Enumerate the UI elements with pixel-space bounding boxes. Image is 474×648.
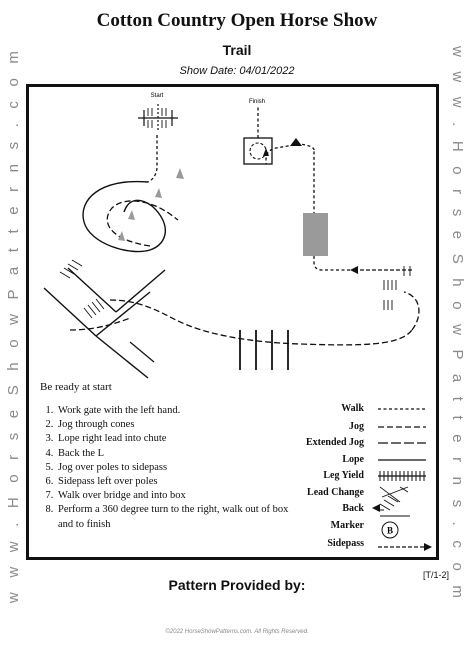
legend-back: Back bbox=[342, 503, 364, 514]
list-item: Perform a 360 degree turn to the right, … bbox=[56, 503, 306, 531]
ready-instruction: Be ready at start bbox=[40, 381, 112, 393]
list-item: Jog through cones bbox=[56, 418, 306, 432]
jog-cones-path bbox=[106, 200, 179, 247]
turn-360-circle bbox=[249, 142, 267, 160]
back-legend-arrowhead bbox=[372, 504, 380, 512]
chute-exit-path bbox=[69, 317, 131, 331]
marker-icon bbox=[381, 521, 399, 539]
cones bbox=[118, 168, 184, 241]
provided-by: Pattern Provided by: bbox=[168, 577, 306, 593]
legend-extended-jog: Extended Jog bbox=[305, 437, 364, 448]
walk-path bbox=[313, 150, 350, 271]
walk-to-box-path bbox=[265, 143, 315, 164]
legend-sidepass: Sidepass bbox=[327, 538, 364, 549]
lope-loop bbox=[82, 180, 167, 253]
legend-lead-change: Lead Change bbox=[307, 487, 364, 498]
legend-jog: Jog bbox=[349, 421, 364, 432]
turn-arrow bbox=[263, 148, 269, 156]
chute-l-obstacle bbox=[43, 267, 166, 379]
legend-marker: Marker bbox=[330, 520, 364, 531]
show-date: Show Date: 04/01/2022 bbox=[179, 65, 295, 77]
start-label: Start bbox=[151, 93, 164, 99]
legend-walk: Walk bbox=[341, 403, 364, 414]
pattern-title: Cotton Country Open Horse Show bbox=[96, 10, 378, 31]
instructions-list: Work gate with the left hand. Jog throug… bbox=[40, 404, 306, 532]
legend-lope: Lope bbox=[342, 454, 364, 465]
legend-samples bbox=[378, 408, 426, 548]
finish-label: Finish bbox=[249, 99, 265, 105]
pattern-code: [T/1-2] bbox=[423, 570, 450, 580]
list-item: Work gate with the left hand. bbox=[56, 404, 306, 418]
marker-letter: B bbox=[387, 526, 393, 536]
class-name: Trail bbox=[222, 42, 252, 58]
sidepass-legend-arrowhead bbox=[424, 543, 432, 551]
back-marks bbox=[59, 259, 105, 319]
list-item: Walk over bridge and into box bbox=[56, 489, 306, 503]
list-item: Sidepass left over poles bbox=[56, 475, 306, 489]
start-walk-path bbox=[147, 135, 158, 183]
ground-poles bbox=[239, 330, 289, 370]
jog-path bbox=[109, 299, 413, 346]
bridge-obstacle bbox=[303, 213, 328, 256]
list-item: Lope right lead into chute bbox=[56, 432, 306, 446]
legend-leg-yield: Leg Yield bbox=[323, 470, 364, 481]
sidepass-arrowhead bbox=[350, 266, 358, 274]
list-item: Jog over poles to sidepass bbox=[56, 461, 306, 475]
copyright: ©2022 HorseShowPatterns.com. All Rights … bbox=[165, 629, 309, 635]
sidepass-poles bbox=[383, 266, 411, 310]
gate-obstacle bbox=[138, 104, 178, 132]
sidepass-approach bbox=[403, 291, 420, 331]
box-obstacle bbox=[243, 137, 273, 165]
direction-arrow bbox=[290, 138, 302, 146]
arena-border bbox=[26, 84, 439, 560]
list-item: Back the L bbox=[56, 447, 306, 461]
